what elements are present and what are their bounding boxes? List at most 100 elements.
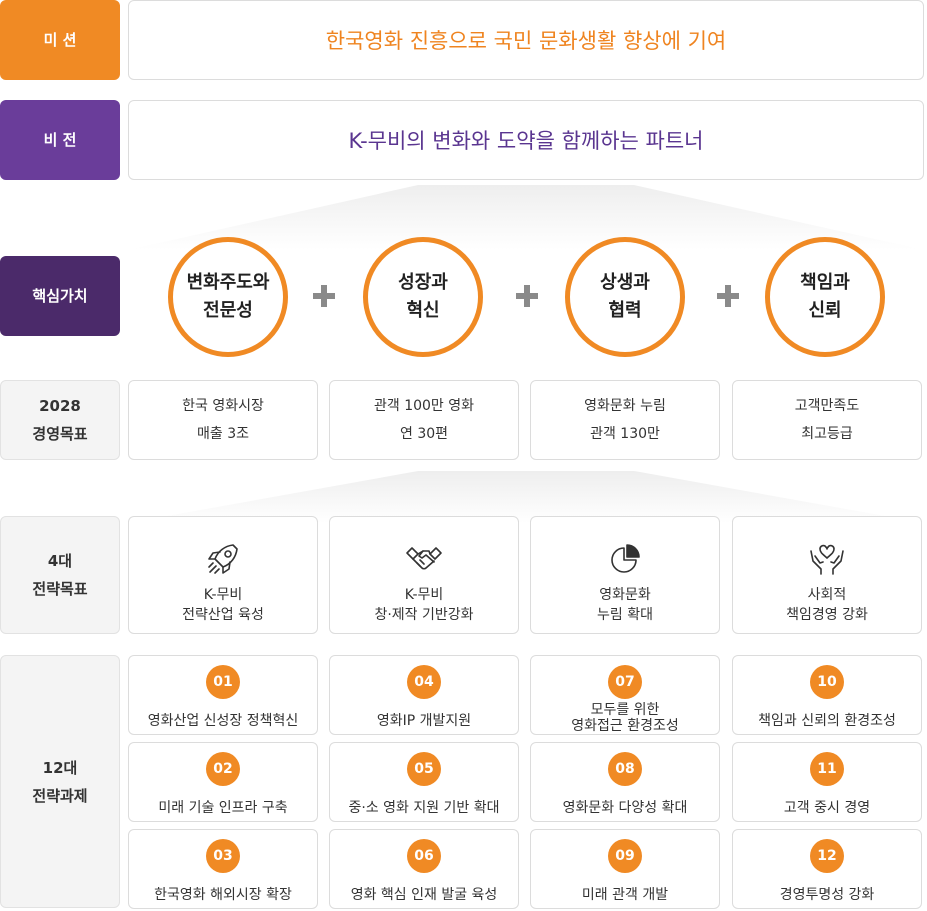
task-text: 영화문화 다양성 확대	[562, 800, 688, 816]
mission-text: 한국영화 진흥으로 국민 문화생활 향상에 기여	[325, 29, 727, 53]
task-number-badge: 04	[407, 665, 441, 699]
strategic-task-card: 01 영화산업 신성장 정책혁신	[128, 655, 318, 735]
strategic-goals-label-line: 4대	[47, 552, 73, 570]
strategic-task-card: 09 미래 관객 개발	[530, 829, 720, 909]
task-text: 책임과 신뢰의 환경조성	[758, 713, 896, 729]
mission-label-text: 미 션	[43, 31, 77, 49]
task-text: 미래 관객 개발	[581, 887, 669, 903]
plus-icon	[717, 285, 739, 307]
core-values-label: 핵심가치	[0, 256, 120, 336]
task-number-badge: 09	[608, 839, 642, 873]
task-number-badge: 05	[407, 752, 441, 786]
strategic-tasks-label-line: 전략과제	[32, 786, 88, 805]
goal-card: 관객 100만 영화 연 30편	[329, 380, 519, 460]
vision-label: 비 전	[0, 100, 120, 180]
strategic-task-card: 08 영화문화 다양성 확대	[530, 742, 720, 822]
task-number-badge: 07	[608, 665, 642, 699]
goals-label-line: 경영목표	[32, 425, 88, 443]
goal-card: 한국 영화시장 매출 3조	[128, 380, 318, 460]
goal-line: 영화문화 누림	[584, 398, 666, 414]
core-value-line: 변화주도와	[186, 272, 270, 293]
strategic-tasks-label-line: 12대	[42, 758, 78, 777]
vision-banner: K-무비의 변화와 도약을 함께하는 파트너	[128, 100, 924, 180]
strategic-task-card: 10 책임과 신뢰의 환경조성	[732, 655, 922, 735]
goal-line: 매출 3조	[197, 426, 249, 442]
strategic-task-card: 05 중·소 영화 지원 기반 확대	[329, 742, 519, 822]
pie-chart-icon	[611, 544, 640, 573]
strategic-task-card: 12 경영투명성 강화	[732, 829, 922, 909]
handshake-icon	[406, 547, 442, 570]
strategic-goal-card: 영화문화 누림 확대	[530, 516, 720, 634]
task-text: 한국영화 해외시장 확장	[154, 887, 292, 903]
task-text: 영화IP 개발지원	[376, 713, 472, 729]
goal-line: 한국 영화시장	[182, 398, 264, 414]
strategic-task-card: 06 영화 핵심 인재 발굴 육성	[329, 829, 519, 909]
strategic-goal-line: K-무비	[203, 587, 243, 603]
task-text: 영화접근 환경조성	[571, 718, 679, 734]
strategic-goal-line: 누림 확대	[597, 607, 653, 623]
task-text: 영화 핵심 인재 발굴 육성	[350, 887, 498, 903]
rocket-icon	[208, 544, 238, 574]
goal-line: 관객 100만 영화	[373, 398, 475, 414]
core-value-line: 상생과	[600, 272, 650, 293]
task-text: 중·소 영화 지원 기반 확대	[348, 800, 500, 816]
strategic-goal-card: 사회적 책임경영 강화	[732, 516, 922, 634]
strategic-task-card: 02 미래 기술 인프라 구축	[128, 742, 318, 822]
task-text: 미래 기술 인프라 구축	[158, 800, 288, 816]
strategic-goal-line: 창·제작 기반강화	[374, 607, 474, 623]
goals-label-line: 2028	[39, 397, 81, 415]
goal-card: 고객만족도 최고등급	[732, 380, 922, 460]
core-value-line: 책임과	[800, 272, 850, 293]
task-number-badge: 10	[810, 665, 844, 699]
core-values-label-text: 핵심가치	[32, 287, 88, 305]
task-number-badge: 03	[206, 839, 240, 873]
core-value-line: 신뢰	[808, 300, 842, 321]
strategic-goal-card: K-무비 전략산업 육성	[128, 516, 318, 634]
goal-line: 연 30편	[399, 426, 449, 442]
strategic-goal-line: 영화문화	[599, 587, 651, 603]
task-text: 영화산업 신성장 정책혁신	[147, 713, 299, 729]
goal-line: 최고등급	[801, 426, 853, 442]
plus-icon	[516, 285, 538, 307]
goal-card: 영화문화 누림 관객 130만	[530, 380, 720, 460]
goal-line: 관객 130만	[590, 426, 660, 442]
heart-hands-icon	[810, 544, 844, 575]
task-text: 경영투명성 강화	[779, 887, 875, 903]
task-number-badge: 11	[810, 752, 844, 786]
core-value-line: 전문성	[203, 300, 253, 321]
strategic-task-card: 03 한국영화 해외시장 확장	[128, 829, 318, 909]
vision-label-text: 비 전	[43, 131, 77, 149]
vision-text: K-무비의 변화와 도약을 함께하는 파트너	[348, 129, 704, 153]
strategic-goals-label: 4대 전략목표	[0, 516, 120, 634]
strategic-goal-card: K-무비 창·제작 기반강화	[329, 516, 519, 634]
strategic-goal-line: 사회적	[807, 587, 847, 603]
task-number-badge: 01	[206, 665, 240, 699]
task-number-badge: 08	[608, 752, 642, 786]
goal-line: 고객만족도	[794, 398, 860, 414]
task-text: 모두를 위한	[590, 702, 660, 718]
mission-banner: 한국영화 진흥으로 국민 문화생활 향상에 기여	[128, 0, 924, 80]
core-value-line: 성장과	[398, 272, 448, 293]
strategic-goals-label-line: 전략목표	[32, 580, 88, 598]
strategic-goal-line: K-무비	[404, 587, 444, 603]
goals-2028-label: 2028 경영목표	[0, 380, 120, 460]
core-value-line: 혁신	[406, 300, 440, 321]
strategic-tasks-label: 12대 전략과제	[0, 655, 120, 908]
strategic-task-card: 07 모두를 위한 영화접근 환경조성	[530, 655, 720, 735]
task-number-badge: 02	[206, 752, 240, 786]
fan-divider-top	[128, 185, 924, 250]
task-number-badge: 12	[810, 839, 844, 873]
plus-icon	[313, 285, 335, 307]
strategic-task-card: 04 영화IP 개발지원	[329, 655, 519, 735]
strategic-goal-line: 전략산업 육성	[182, 607, 264, 623]
strategic-task-card: 11 고객 중시 경영	[732, 742, 922, 822]
fan-divider-middle	[128, 471, 924, 523]
core-value-line: 협력	[608, 300, 642, 321]
mission-label: 미 션	[0, 0, 120, 80]
task-text: 고객 중시 경영	[783, 800, 871, 816]
task-number-badge: 06	[407, 839, 441, 873]
